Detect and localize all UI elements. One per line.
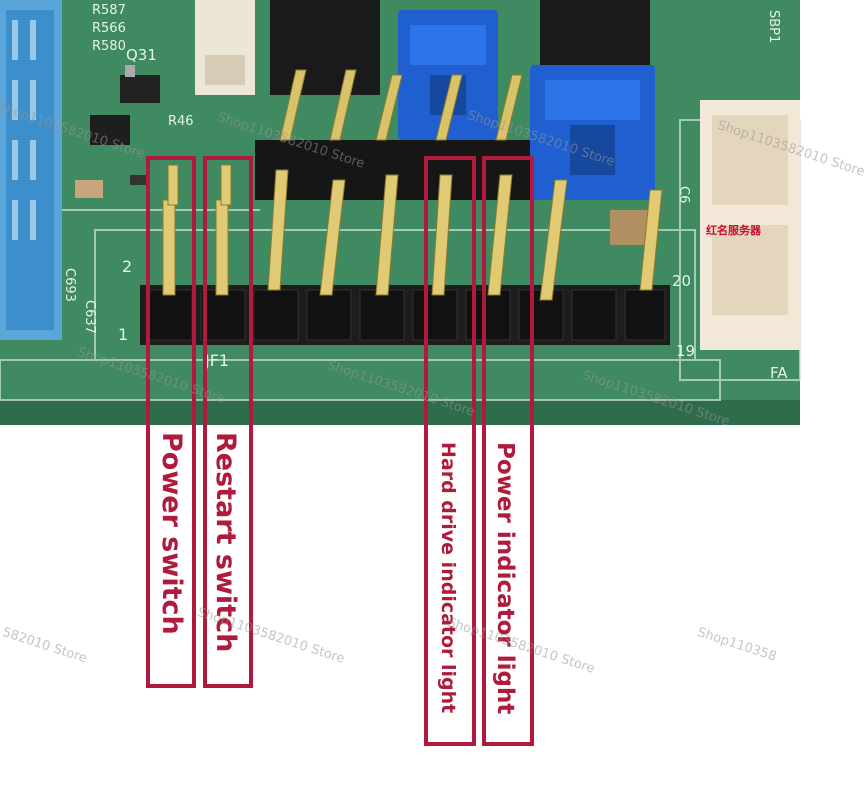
- power-switch-box: [146, 156, 196, 688]
- fan-connector: [700, 100, 800, 350]
- restart-switch-box: [203, 156, 253, 688]
- power-led-label: Power indicator light: [492, 442, 518, 715]
- ref-r587: R587: [92, 3, 126, 18]
- blue-jumper-right: [530, 65, 655, 200]
- ref-pin19: 19: [676, 342, 695, 360]
- power-switch-label: Power switch: [156, 432, 187, 635]
- ref-pin2: 2: [122, 257, 132, 276]
- q31-transistor: [90, 65, 160, 145]
- restart-switch-label: Restart switch: [210, 432, 241, 653]
- ref-q31: Q31: [126, 46, 157, 64]
- motherboard-photo: R587 R566 R580 Q31 R46 C693 C637 2 1 JF1…: [0, 0, 801, 425]
- ref-r566: R566: [92, 21, 126, 36]
- ref-r46: R46: [168, 114, 194, 129]
- hdd-led-label: Hard drive indicator light: [437, 442, 459, 714]
- ref-pin1: 1: [118, 325, 128, 344]
- ref-pin20: 20: [672, 272, 691, 290]
- blue-side-connector: [0, 0, 62, 340]
- hdd-led-box: [424, 156, 476, 746]
- jf1-pins: [162, 164, 663, 301]
- ref-c6: C6: [676, 186, 691, 203]
- ref-sbp: SBP1: [766, 10, 781, 43]
- vendor-logo: 红名服务器: [706, 223, 762, 237]
- ref-c637: C637: [82, 300, 97, 334]
- ref-r580: R580: [92, 39, 126, 54]
- ref-fa: FA: [770, 364, 788, 382]
- ref-c693: C693: [62, 268, 77, 302]
- power-led-box: [482, 156, 534, 746]
- ref-jf1: JF1: [204, 351, 229, 370]
